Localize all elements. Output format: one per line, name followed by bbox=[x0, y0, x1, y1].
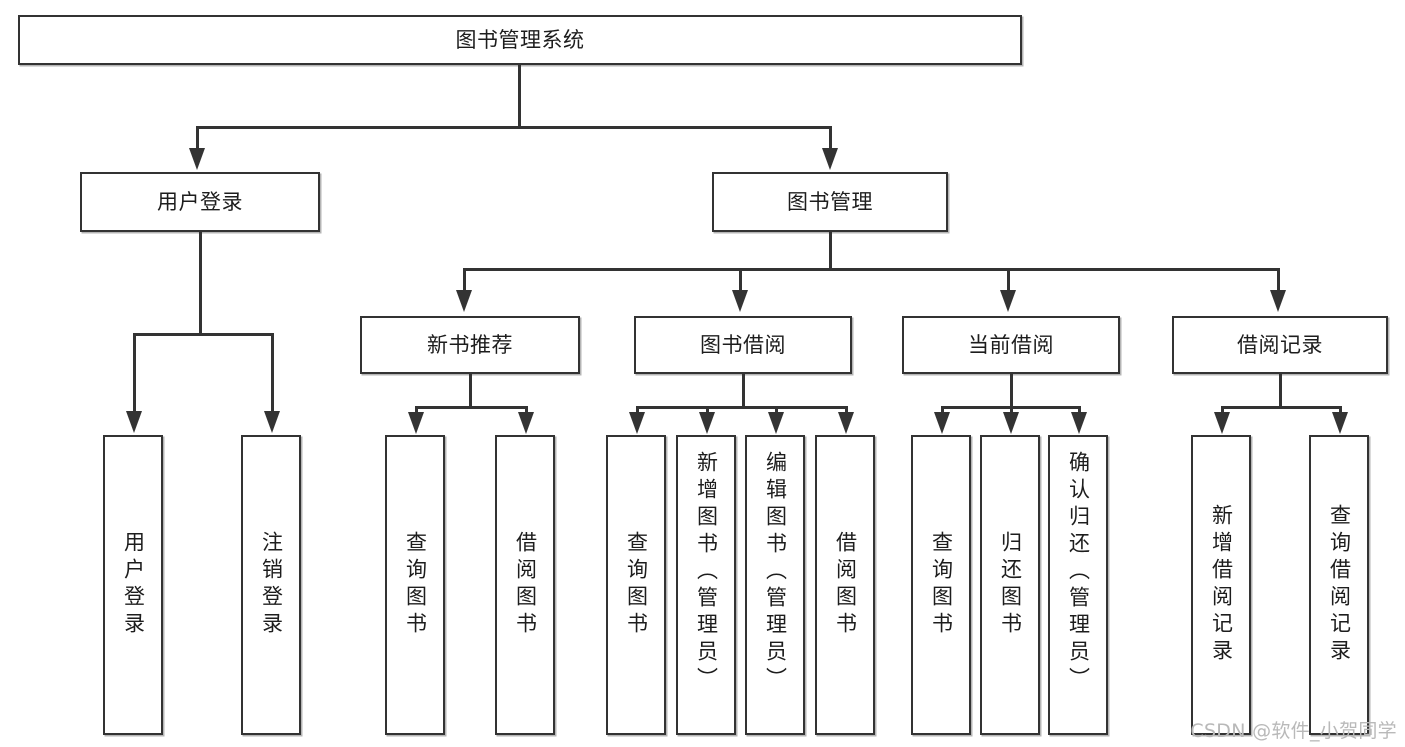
arrowhead-cb-leaf-1 bbox=[934, 412, 950, 434]
node-label: 查询图书 bbox=[929, 531, 954, 639]
arrowhead-cb-leaf-2 bbox=[1003, 412, 1019, 434]
node-book-borrow[interactable]: 图书借阅 bbox=[634, 316, 852, 374]
connector-nbr-drop-1 bbox=[415, 406, 418, 414]
arrowhead-to-borrow-record bbox=[1270, 290, 1286, 312]
arrowhead-br-leaf-2 bbox=[1332, 412, 1348, 434]
connector-bb-drop-2 bbox=[706, 406, 709, 414]
connector-book-management-stem bbox=[829, 232, 832, 270]
arrowhead-leaf-user-login bbox=[126, 411, 142, 433]
leaf-logout[interactable]: 注销登录 bbox=[241, 435, 301, 735]
node-label: 图书管理系统 bbox=[455, 27, 585, 52]
arrowhead-to-book-borrow bbox=[732, 290, 748, 312]
connector-nbr-drop-2 bbox=[525, 406, 528, 414]
connector-user-login-drop-1 bbox=[133, 333, 136, 413]
leaf-br-add-record[interactable]: 新增借阅记录 bbox=[1191, 435, 1251, 735]
arrowhead-bb-leaf-1 bbox=[629, 412, 645, 434]
node-book-management[interactable]: 图书管理 bbox=[712, 172, 948, 232]
node-label: 新增借阅记录 bbox=[1209, 504, 1234, 666]
connector-br-drop-2 bbox=[1339, 406, 1342, 414]
node-borrow-record[interactable]: 借阅记录 bbox=[1172, 316, 1388, 374]
arrowhead-to-book-management bbox=[822, 148, 838, 170]
leaf-bb-add-book-admin[interactable]: 新增图书（管理员） bbox=[676, 435, 736, 735]
connector-bb-drop-4 bbox=[845, 406, 848, 414]
connector-bm-drop-2 bbox=[739, 268, 742, 292]
connector-nbr-stem bbox=[469, 374, 472, 408]
connector-cb-stem bbox=[1010, 374, 1013, 408]
leaf-cb-confirm-return-admin[interactable]: 确认归还（管理员） bbox=[1048, 435, 1108, 735]
leaf-bb-query-book[interactable]: 查询图书 bbox=[606, 435, 666, 735]
connector-root-stem bbox=[518, 65, 521, 128]
connector-br-bus bbox=[1221, 406, 1341, 409]
connector-user-login-stem bbox=[199, 232, 202, 335]
node-user-login[interactable]: 用户登录 bbox=[80, 172, 320, 232]
connector-book-management-bus bbox=[463, 268, 1278, 271]
connector-br-stem bbox=[1279, 374, 1282, 408]
node-label: 编辑图书（管理员） bbox=[763, 451, 788, 694]
arrowhead-to-user-login bbox=[189, 148, 205, 170]
leaf-br-query-record[interactable]: 查询借阅记录 bbox=[1309, 435, 1369, 735]
node-label: 查询图书 bbox=[403, 531, 428, 639]
arrowhead-to-new-book-recommend bbox=[456, 290, 472, 312]
arrowhead-bb-leaf-4 bbox=[838, 412, 854, 434]
connector-bb-drop-1 bbox=[636, 406, 639, 414]
leaf-user-login[interactable]: 用户登录 bbox=[103, 435, 163, 735]
connector-cb-drop-1 bbox=[941, 406, 944, 414]
node-label: 图书管理 bbox=[787, 189, 873, 214]
leaf-cb-return-book[interactable]: 归还图书 bbox=[980, 435, 1040, 735]
node-label: 归还图书 bbox=[998, 531, 1023, 639]
arrowhead-br-leaf-1 bbox=[1214, 412, 1230, 434]
arrowhead-bb-leaf-3 bbox=[768, 412, 784, 434]
arrowhead-bb-leaf-2 bbox=[699, 412, 715, 434]
node-label: 用户登录 bbox=[121, 531, 146, 639]
connector-bb-bus bbox=[636, 406, 848, 409]
node-label: 查询借阅记录 bbox=[1327, 504, 1352, 666]
node-label: 借阅图书 bbox=[833, 531, 858, 639]
connector-root-drop-right bbox=[829, 126, 832, 150]
leaf-nbr-query-book[interactable]: 查询图书 bbox=[385, 435, 445, 735]
arrowhead-cb-leaf-3 bbox=[1071, 412, 1087, 434]
arrowhead-nbr-leaf-2 bbox=[518, 412, 534, 434]
node-label: 新增图书（管理员） bbox=[694, 451, 719, 694]
connector-bm-drop-3 bbox=[1007, 268, 1010, 292]
node-label: 用户登录 bbox=[157, 189, 243, 214]
connector-user-login-drop-2 bbox=[271, 333, 274, 413]
connector-nbr-bus bbox=[415, 406, 527, 409]
connector-bm-drop-4 bbox=[1277, 268, 1280, 292]
leaf-nbr-borrow-book[interactable]: 借阅图书 bbox=[495, 435, 555, 735]
connector-root-drop-left bbox=[196, 126, 199, 150]
node-root-book-management-system[interactable]: 图书管理系统 bbox=[18, 15, 1022, 65]
connector-bb-drop-3 bbox=[775, 406, 778, 414]
node-label: 新书推荐 bbox=[427, 332, 513, 357]
node-label: 确认归还（管理员） bbox=[1066, 451, 1091, 694]
node-label: 注销登录 bbox=[259, 531, 284, 639]
node-label: 借阅图书 bbox=[513, 531, 538, 639]
node-label: 借阅记录 bbox=[1237, 332, 1323, 357]
connector-cb-drop-3 bbox=[1078, 406, 1081, 414]
leaf-bb-borrow-book[interactable]: 借阅图书 bbox=[815, 435, 875, 735]
connector-user-login-bus bbox=[133, 333, 273, 336]
arrowhead-nbr-leaf-1 bbox=[408, 412, 424, 434]
node-current-borrow[interactable]: 当前借阅 bbox=[902, 316, 1120, 374]
leaf-cb-query-book[interactable]: 查询图书 bbox=[911, 435, 971, 735]
connector-cb-drop-2 bbox=[1010, 406, 1013, 414]
node-label: 当前借阅 bbox=[968, 332, 1054, 357]
node-label: 查询图书 bbox=[624, 531, 649, 639]
node-new-book-recommend[interactable]: 新书推荐 bbox=[360, 316, 580, 374]
connector-bm-drop-1 bbox=[463, 268, 466, 292]
arrowhead-to-current-borrow bbox=[1000, 290, 1016, 312]
connector-br-drop-1 bbox=[1221, 406, 1224, 414]
connector-bb-stem bbox=[742, 374, 745, 408]
connector-root-bus bbox=[196, 126, 832, 129]
leaf-bb-edit-book-admin[interactable]: 编辑图书（管理员） bbox=[745, 435, 805, 735]
arrowhead-leaf-logout bbox=[264, 411, 280, 433]
node-label: 图书借阅 bbox=[700, 332, 786, 357]
